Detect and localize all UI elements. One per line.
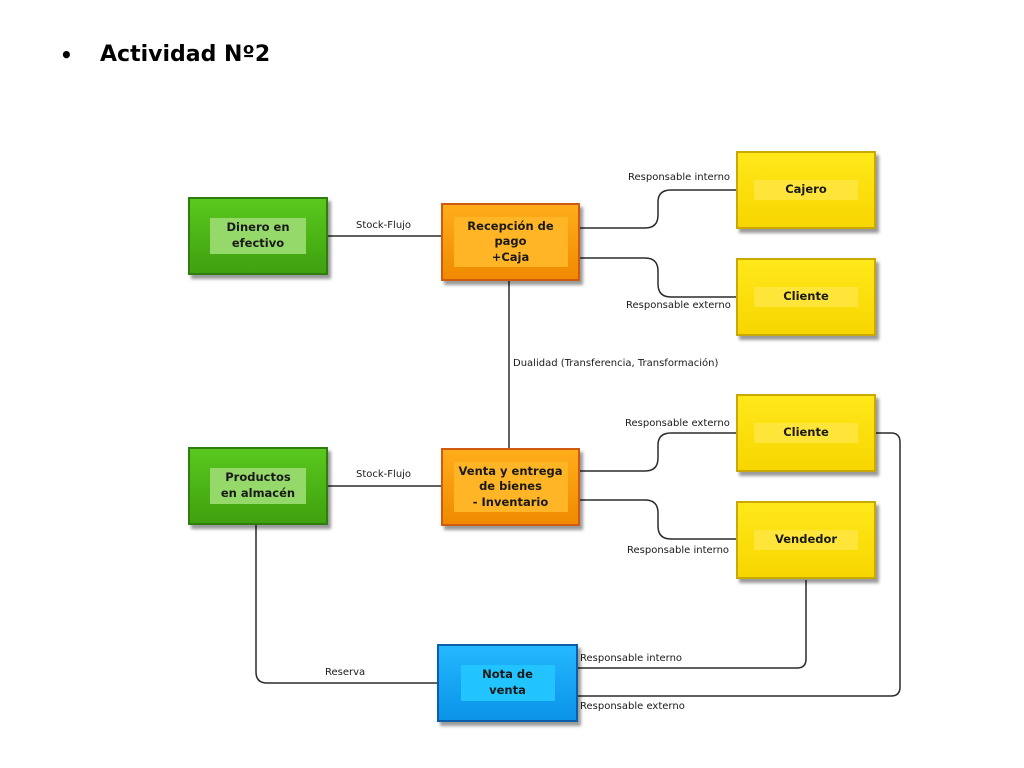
node-venta-y-entrega[interactable]: Venta y entrega de bienes - Inventario [441,448,580,526]
edge-label-dualidad: Dualidad (Transferencia, Transformación) [513,358,719,369]
edge-label-stock-flujo-top: Stock-Flujo [356,220,412,231]
edge-label-responsable-interno-vendedor: Responsable interno [627,545,730,556]
connector-venta-cliente-mid [580,432,736,472]
connector-vendedor-nota [578,580,807,669]
edge-label-responsable-externo-cliente: Responsable externo [626,300,731,311]
node-label: Venta y entrega de bienes - Inventario [453,461,568,513]
edge-label-responsable-interno-cajero: Responsable interno [628,172,731,183]
slide-title: Actividad Nº2 [100,42,271,67]
node-nota-de-venta[interactable]: Nota de venta [437,644,578,722]
slide-heading: • Actividad Nº2 [60,42,270,67]
edge-label-responsable-externo-nota: Responsable externo [580,701,685,712]
node-label: Cliente [754,423,858,443]
node-vendedor[interactable]: Vendedor [736,501,876,579]
connector-cliente-mid-nota [578,432,901,697]
node-cajero[interactable]: Cajero [736,151,876,229]
edge-label-responsable-interno-nota: Responsable interno [580,653,683,664]
node-label: Cajero [754,180,858,200]
node-label: Dinero en efectivo [210,218,306,254]
bullet-marker: • [60,42,73,67]
node-label: Cliente [754,287,858,307]
connector-recepcion-cajero [580,189,736,229]
node-label: Productos en almacén [210,468,306,504]
connector-recepcion-cliente-top [580,257,736,298]
node-label: Nota de venta [460,665,555,701]
edge-label-stock-flujo-bottom: Stock-Flujo [356,469,412,480]
edge-label-reserva: Reserva [325,667,366,678]
node-cliente-mid[interactable]: Cliente [736,394,876,472]
node-label: Recepción de pago +Caja [453,216,568,268]
node-label: Vendedor [754,530,858,550]
connector-venta-vendedor [580,499,736,540]
node-recepcion-de-pago[interactable]: Recepción de pago +Caja [441,203,580,281]
node-productos-en-almacen[interactable]: Productos en almacén [188,447,328,525]
connector-productos-nota [255,525,437,684]
edge-label-responsable-externo-cliente-mid: Responsable externo [625,418,730,429]
node-cliente-top[interactable]: Cliente [736,258,876,336]
node-dinero-en-efectivo[interactable]: Dinero en efectivo [188,197,328,275]
